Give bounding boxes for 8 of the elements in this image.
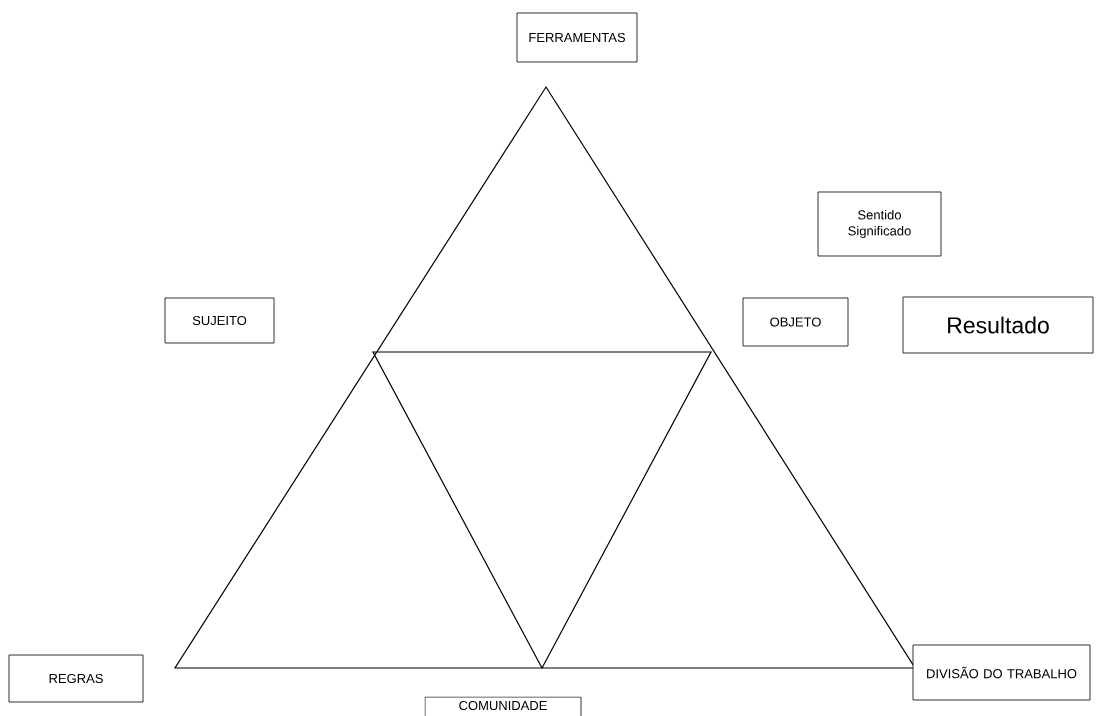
label-box: OBJETO [742,297,849,347]
label-box: COMUNIDADE [424,696,582,716]
label-box: FERRAMENTAS [516,12,638,63]
label-box: SUJEITO [164,297,275,344]
label-box: DIVISÃO DO TRABALHO [912,644,1091,701]
label-box: REGRAS [8,654,144,703]
label-box: Sentido Significado [817,191,942,257]
label-box: Resultado [902,296,1094,354]
